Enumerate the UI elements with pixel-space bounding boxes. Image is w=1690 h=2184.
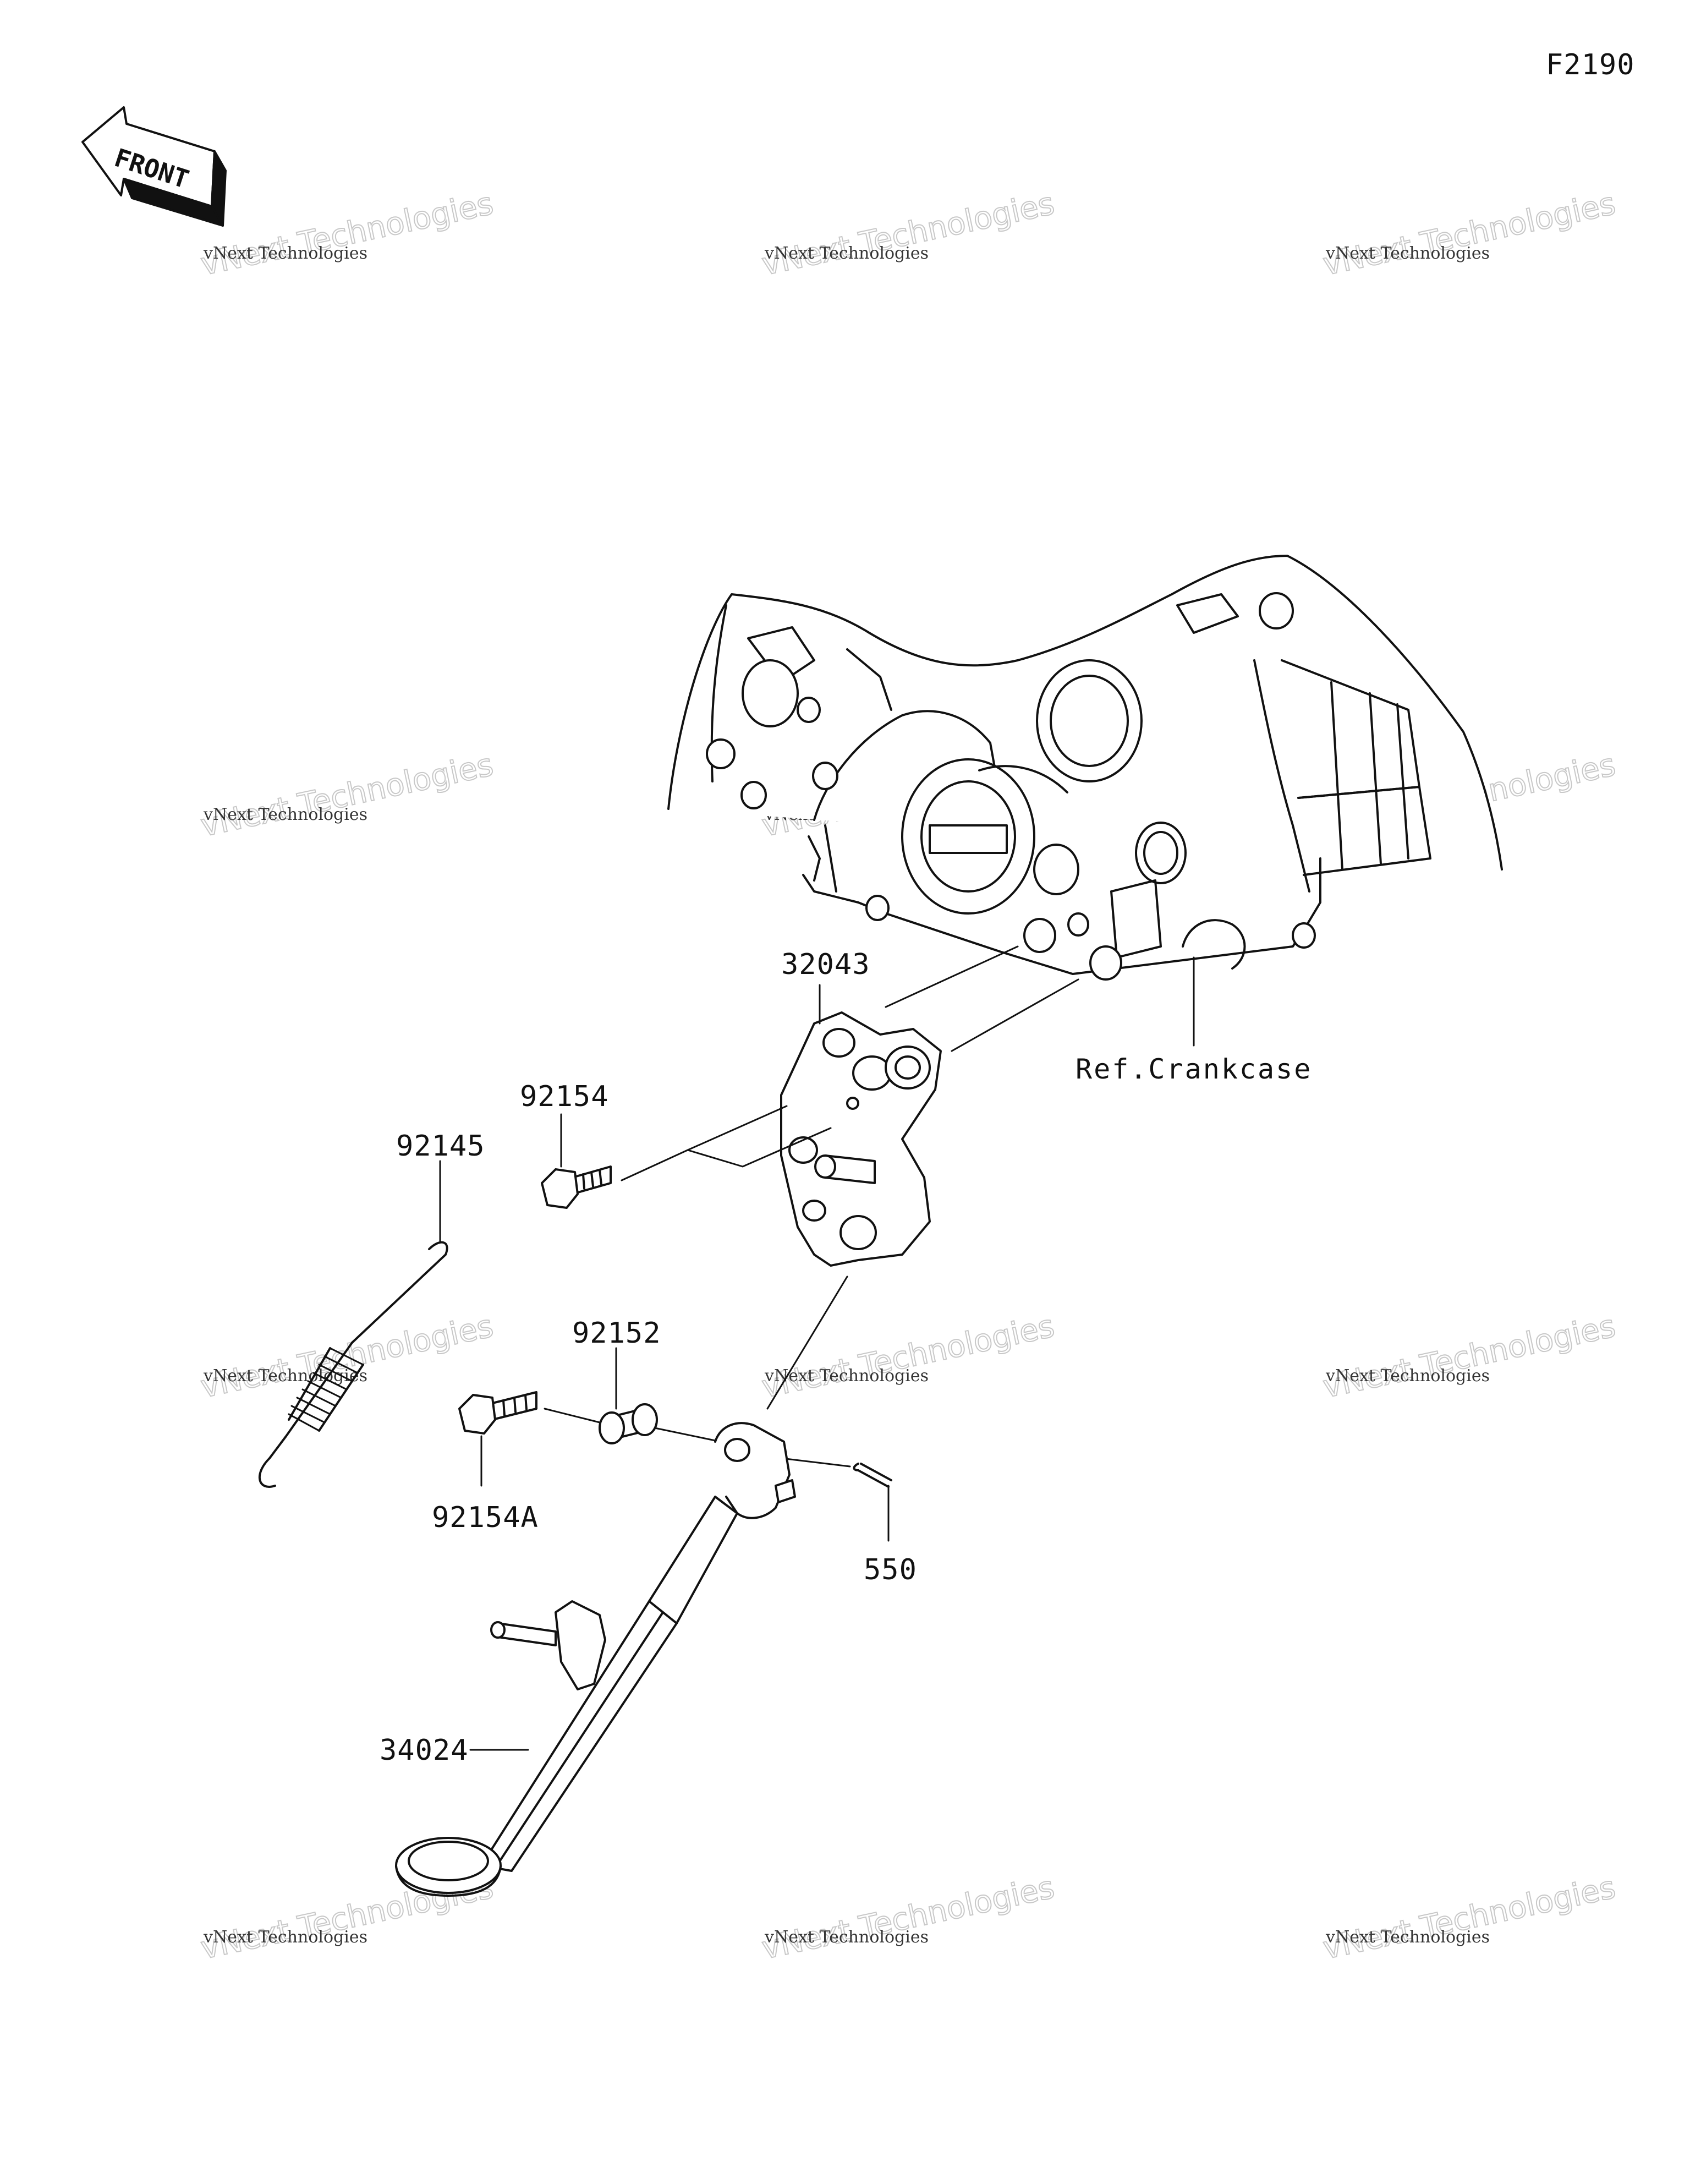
svg-text:vNext Technologies: vNext Technologies — [759, 186, 1057, 283]
svg-text:vNext Technologies: vNext Technologies — [759, 1870, 1057, 1967]
watermark: vNext Technologies vNext Technologies — [197, 185, 497, 283]
watermark: vNext Technologies vNext Technologies — [197, 747, 497, 845]
assembly-line — [654, 1427, 722, 1443]
svg-text:vNext Technologies: vNext Technologies — [197, 747, 496, 844]
pin-550 — [853, 1463, 892, 1488]
part-number-92145: 92145 — [396, 1130, 485, 1163]
svg-text:vNext Technologies: vNext Technologies — [764, 1366, 929, 1386]
svg-text:vNext Technologies: vNext Technologies — [1320, 1309, 1618, 1405]
watermark: vNext Technologies vNext Technologies — [758, 185, 1058, 283]
svg-text:vNext Technologies: vNext Technologies — [1325, 1366, 1490, 1386]
side-stand-34024 — [395, 1422, 796, 1897]
part-number-34024: 34024 — [380, 1734, 469, 1767]
assembly-line — [780, 1457, 851, 1468]
spring-92145 — [259, 1241, 448, 1488]
ref-crankcase-label: Ref.Crankcase — [1076, 1053, 1312, 1085]
watermark: vNext Technologies vNext Technologies — [1319, 1308, 1619, 1406]
crankcase-drawing — [667, 555, 1503, 981]
diagram-code: F2190 — [1546, 48, 1635, 81]
bolt-92154A — [458, 1391, 537, 1435]
front-arrow-icon: FRONT — [81, 106, 227, 227]
svg-text:vNext Technologies: vNext Technologies — [203, 1928, 367, 1947]
watermark: vNext Technologies vNext Technologies — [1319, 185, 1619, 283]
bracket-32043 — [780, 1011, 942, 1267]
svg-text:vNext Technologies: vNext Technologies — [764, 244, 929, 263]
svg-text:vNext Technologies: vNext Technologies — [764, 1928, 929, 1947]
svg-text:vNext Technologies: vNext Technologies — [1320, 186, 1618, 283]
part-number-92154: 92154 — [520, 1080, 609, 1113]
svg-text:vNext Technologies: vNext Technologies — [197, 186, 496, 283]
part-number-32043: 32043 — [781, 948, 870, 981]
part-number-92152: 92152 — [572, 1317, 661, 1350]
collar-92152 — [599, 1403, 658, 1444]
watermark: vNext Technologies vNext Technologies — [1319, 1869, 1619, 1967]
svg-text:vNext Technologies: vNext Technologies — [1325, 1928, 1490, 1947]
bolt-92154 — [541, 1165, 612, 1209]
assembly-line — [885, 945, 1019, 1008]
watermark: vNext Technologies vNext Technologies — [758, 1869, 1058, 1967]
part-number-92154A: 92154A — [432, 1501, 539, 1534]
svg-text:vNext Technologies: vNext Technologies — [203, 244, 367, 263]
svg-text:vNext Technologies: vNext Technologies — [759, 1309, 1057, 1405]
part-number-550: 550 — [864, 1553, 917, 1586]
assembly-line — [766, 1276, 848, 1410]
assembly-line — [621, 1127, 832, 1181]
assembly-line — [687, 1105, 788, 1151]
svg-text:vNext Technologies: vNext Technologies — [203, 805, 367, 824]
assembly-line — [951, 978, 1079, 1052]
watermark: vNext Technologies vNext Technologies — [758, 1308, 1058, 1406]
svg-text:vNext Technologies: vNext Technologies — [1320, 1870, 1618, 1967]
svg-text:vNext Technologies: vNext Technologies — [1325, 244, 1490, 263]
assembly-line — [544, 1408, 601, 1424]
